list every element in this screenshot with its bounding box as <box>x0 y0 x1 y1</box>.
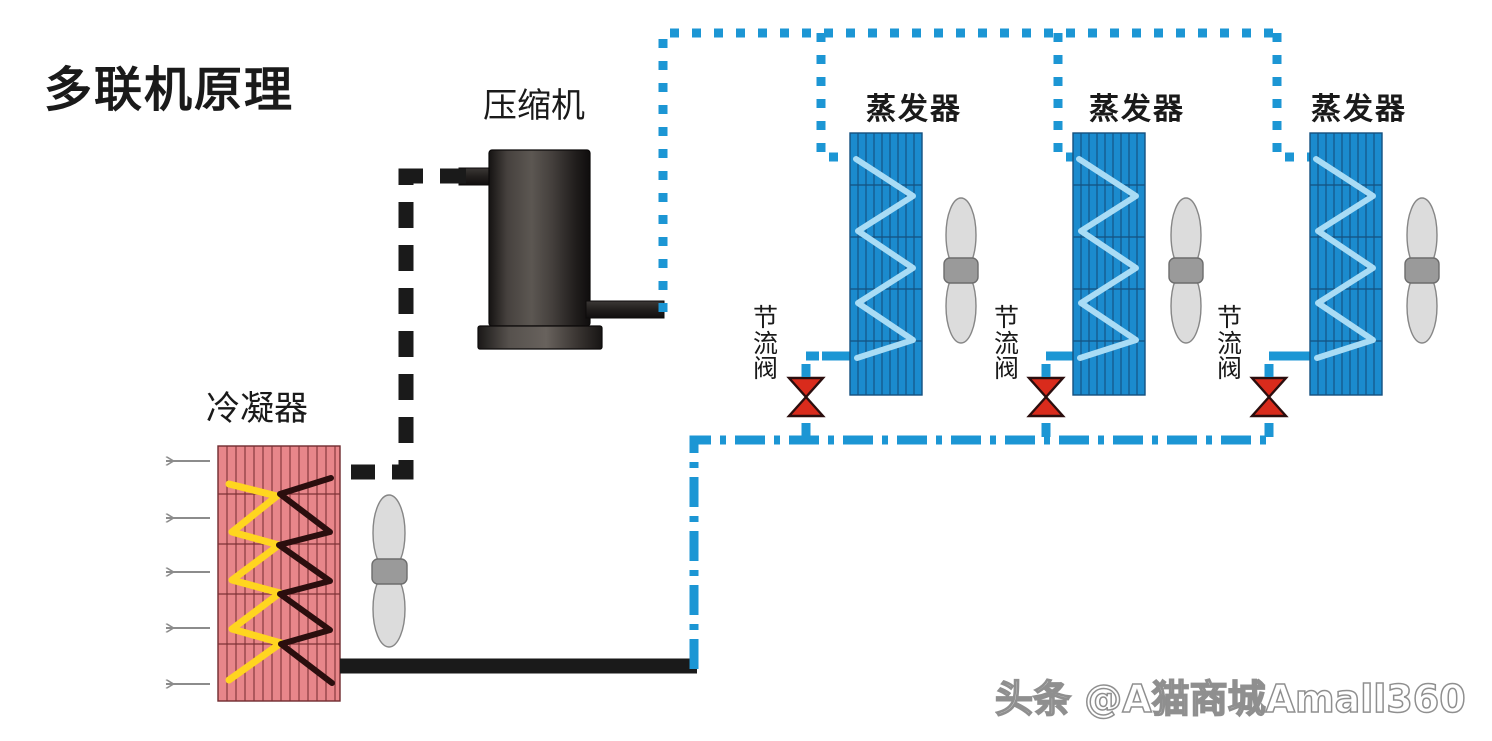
liquid-branches <box>801 414 1274 437</box>
condenser-fan <box>371 494 408 648</box>
evaporator-coil <box>853 156 916 361</box>
throttle-valve-label-3: 节流阀 <box>1216 303 1242 383</box>
liquid-line-network <box>689 435 1272 669</box>
discharge-line <box>351 168 466 480</box>
compressor-body <box>488 149 591 327</box>
evaporator-coil <box>1076 156 1139 361</box>
compressor-base <box>477 325 603 350</box>
evaporator-unit-3 <box>1309 132 1440 396</box>
condenser-airflow-arrows <box>166 461 210 684</box>
condenser-hot-coil <box>225 480 285 684</box>
condenser-unit <box>166 445 408 702</box>
compressor-label: 压缩机 <box>483 86 585 126</box>
gas-line-network <box>658 28 1317 312</box>
evaporator-label-1: 蒸发器 <box>866 92 962 127</box>
throttle-valve-label-2: 节流阀 <box>993 303 1019 383</box>
condenser-liquid-coil <box>276 475 335 686</box>
evaporator-fan <box>1404 197 1440 344</box>
evaporator-unit-1 <box>849 132 979 396</box>
compressor-unit <box>458 149 665 350</box>
evaporator-unit-2 <box>1072 132 1204 396</box>
evaporator-fan <box>1168 197 1204 344</box>
throttle-valve-label-1: 节流阀 <box>752 303 778 383</box>
throttle-valve-2 <box>1026 376 1066 418</box>
throttle-valve-3 <box>1249 376 1289 418</box>
evaporator-label-2: 蒸发器 <box>1089 92 1185 127</box>
watermark-text: 头条 @A猫商城Amall360 <box>994 676 1466 722</box>
evaporator-label-3: 蒸发器 <box>1311 92 1407 127</box>
condenser-label: 冷凝器 <box>206 389 308 429</box>
evaporator-fan <box>943 197 979 344</box>
throttle-valve-1 <box>786 376 826 418</box>
evaporator-coil <box>1313 156 1376 361</box>
compressor-right-pipe <box>585 300 665 319</box>
page-title: 多联机原理 <box>44 62 295 118</box>
